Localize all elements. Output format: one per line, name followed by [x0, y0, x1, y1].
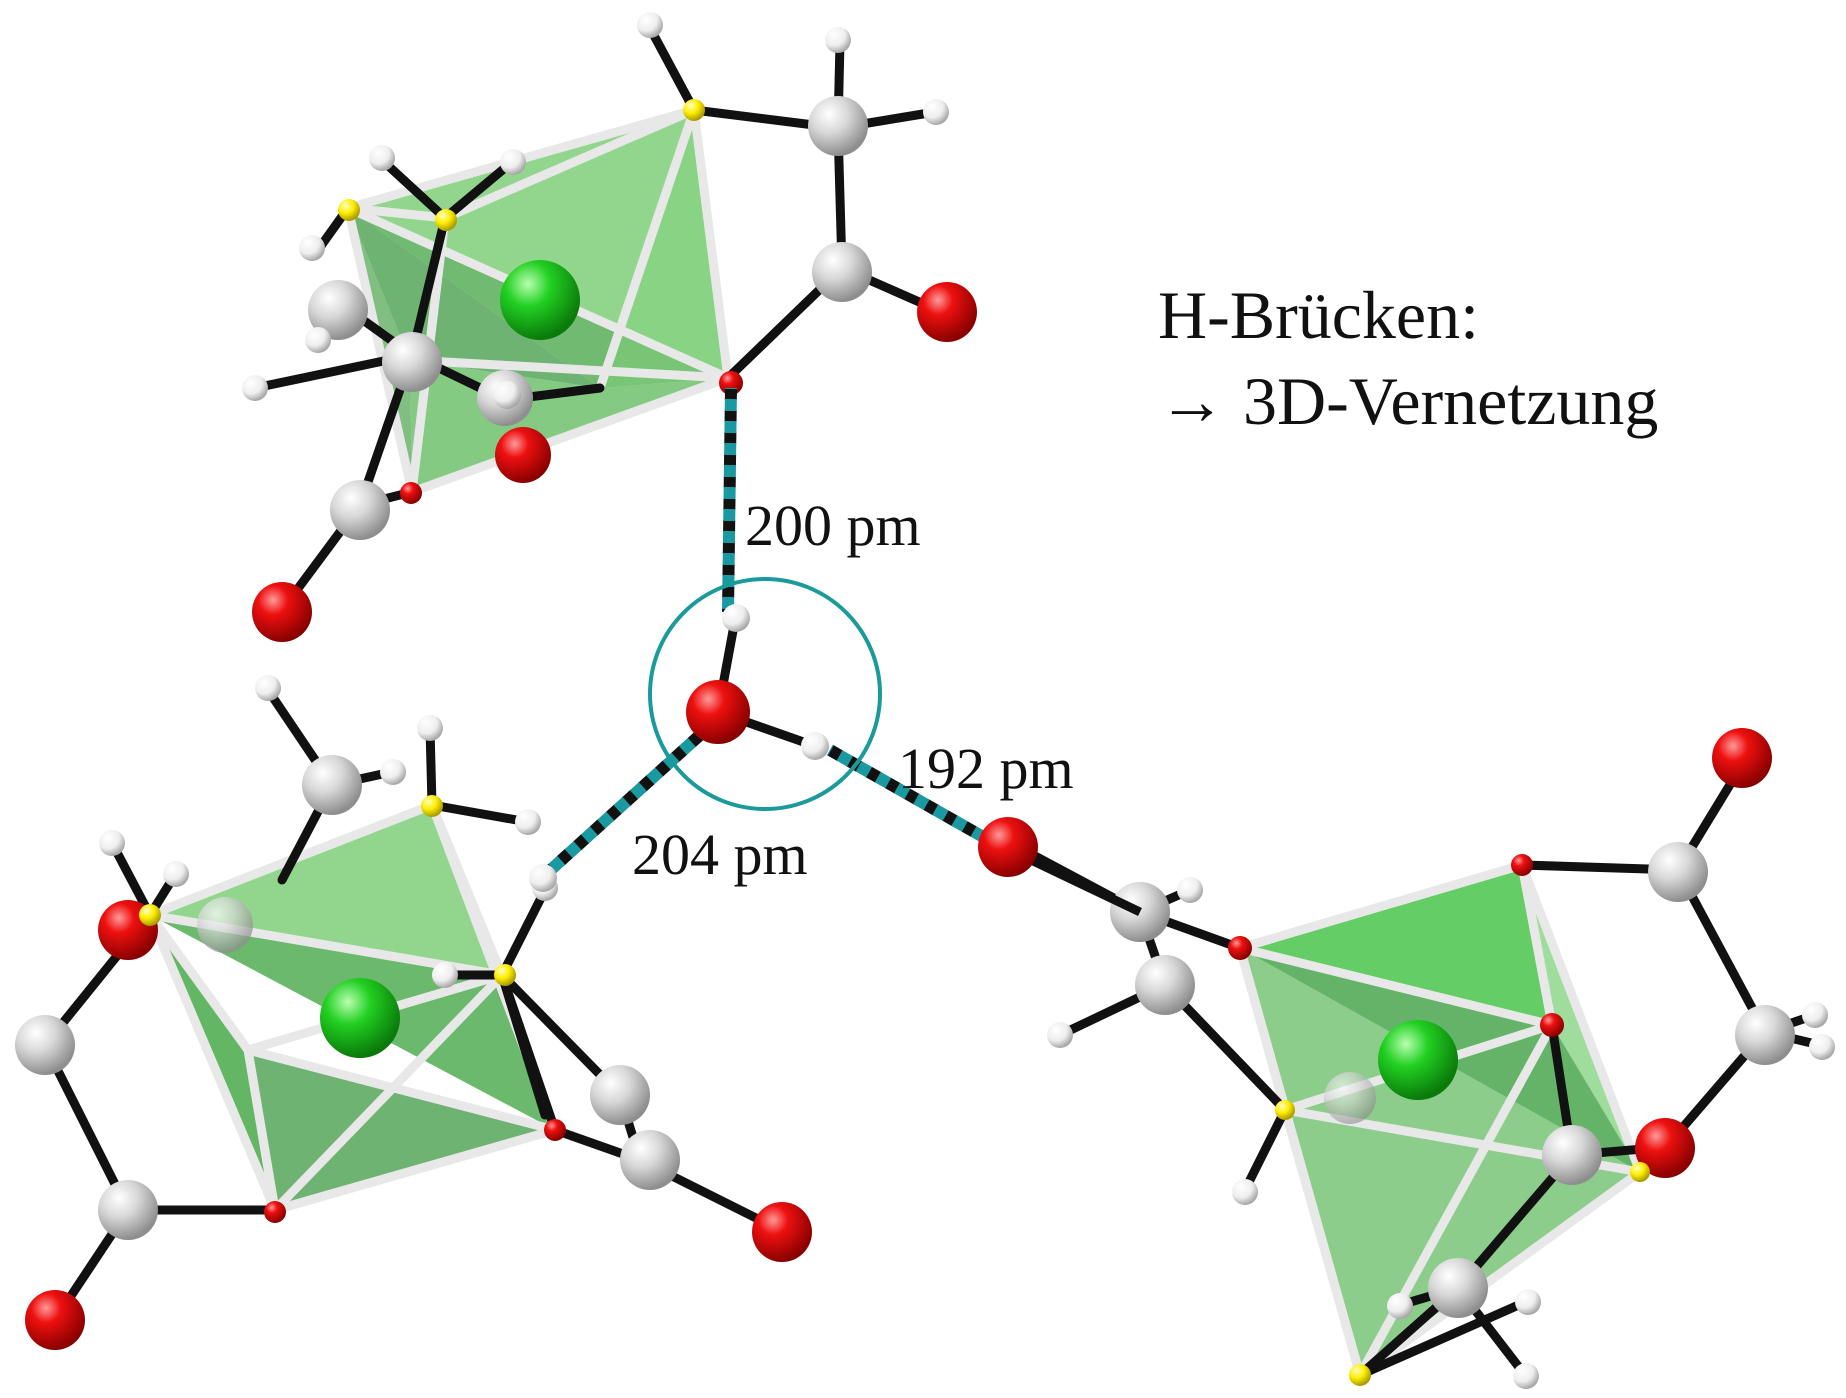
hydrogen-atom [299, 235, 325, 261]
distance-label-200: 200 pm [745, 493, 921, 558]
hydrogen-atom [417, 715, 443, 741]
carbon-atom [1735, 1005, 1795, 1065]
oxygen-atom [1540, 1013, 1564, 1037]
oxygen-atom [495, 427, 551, 483]
oxygen-atom [1228, 936, 1252, 960]
hydrogen-atom [515, 809, 541, 835]
hydrogen-atom [825, 27, 851, 53]
sulfur-atom [1630, 1162, 1650, 1182]
hydrogen-atom [1513, 1363, 1539, 1389]
carbon-atom [1648, 842, 1708, 902]
sulfur-atom [1275, 1100, 1295, 1120]
carbon-atom [382, 332, 442, 392]
hydrogen-bonds [540, 387, 988, 880]
chlorine-atom-top [500, 260, 580, 340]
polyhedron-edges-bottom-right [1235, 860, 1645, 1380]
sulfur-atom [683, 99, 705, 121]
highlight-circle [648, 577, 882, 811]
hydrogen-atom [1515, 1289, 1541, 1315]
carbon-atom [15, 1015, 75, 1075]
complex-bottom-right [1000, 728, 1835, 1389]
hydrogen-atom [1802, 1002, 1828, 1028]
hydrogen-atom [722, 604, 750, 632]
oxygen-atom [917, 282, 977, 342]
carbon-atom [197, 897, 253, 953]
hydrogen-atom [1809, 1034, 1835, 1060]
sulfur-atom [338, 199, 360, 221]
caption-line-2: → 3D-Vernetzung [1158, 363, 1659, 439]
distance-label-192: 192 pm [898, 736, 1074, 801]
chlorine-atom-bottom-right [1378, 1020, 1458, 1100]
complex-bottom-left [15, 675, 812, 1350]
carbon-atom [1324, 1072, 1376, 1124]
hydrogen-atom [529, 864, 557, 892]
oxygen-atom [25, 1290, 85, 1350]
hydrogen-atom [1387, 1293, 1413, 1319]
complex-top [242, 12, 977, 642]
oxygen-atom [264, 1201, 286, 1223]
chlorine-atom-bottom-left [320, 978, 400, 1058]
oxygen-atom [252, 582, 312, 642]
carbon-atom [590, 1065, 650, 1125]
hydrogen-atom [380, 759, 406, 785]
water-molecule [529, 577, 1142, 917]
water-oxygen-atom [686, 680, 750, 744]
carbon-atom [1135, 955, 1195, 1015]
sulfur-atom [421, 795, 443, 817]
hydrogen-atom [801, 732, 829, 760]
hydrogen-atom [255, 675, 281, 701]
oxygen-atom [978, 817, 1038, 877]
hydrogen-atom [500, 149, 526, 175]
oxygen-atom [1511, 854, 1533, 876]
carbon-atom [1542, 1125, 1602, 1185]
carbon-atom [620, 1130, 680, 1190]
hydrogen-atom [305, 327, 331, 353]
carbon-atom [812, 242, 872, 302]
carbon-atom [1428, 1258, 1488, 1318]
caption: H-Brücken: → 3D-Vernetzung [1158, 272, 1658, 444]
carbon-atom [308, 280, 368, 340]
hydrogen-atom [923, 99, 949, 125]
carbon-atom [808, 96, 868, 156]
hydrogen-atom [637, 12, 663, 38]
oxygen-atom [400, 482, 422, 504]
sulfur-atom [139, 904, 161, 926]
hydrogen-atom [432, 962, 458, 988]
oxygen-atom [1635, 1118, 1695, 1178]
oxygen-atom [1712, 728, 1772, 788]
sulfur-atom [435, 209, 457, 231]
hydrogen-atom [163, 861, 189, 887]
oxygen-atom [752, 1202, 812, 1262]
carbon-atom [98, 1180, 158, 1240]
hydrogen-atom [99, 830, 125, 856]
carbon-atom [302, 755, 362, 815]
distance-label-204: 204 pm [632, 822, 808, 887]
hydrogen-atom [1177, 877, 1203, 903]
carbon-atom [330, 480, 390, 540]
hydrogen-atom [493, 381, 521, 409]
sulfur-atom [494, 964, 516, 986]
hydrogen-atom [242, 375, 268, 401]
oxygen-atom [544, 1119, 566, 1141]
hydrogen-atom [1047, 1022, 1073, 1048]
hydrogen-atom [369, 145, 395, 171]
sulfur-atom [1349, 1364, 1371, 1386]
caption-line-1: H-Brücken: [1158, 277, 1480, 353]
hydrogen-atom [1232, 1179, 1258, 1205]
